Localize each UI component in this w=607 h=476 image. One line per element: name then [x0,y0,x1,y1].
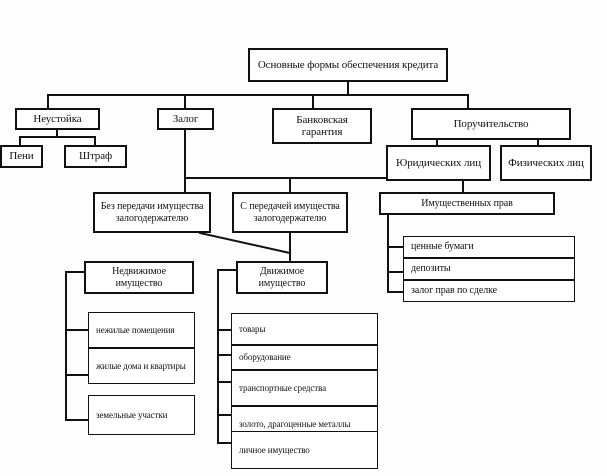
node-oborudovanie[interactable]: оборудование [231,345,378,370]
node-s-peredachey-label: С передачей имущества залогодержателю [240,201,340,224]
node-neustoyka-label: Неустойка [33,112,82,125]
node-bez-peredachi[interactable]: Без передачи имущества залогодержателю [93,192,211,233]
node-bez-peredachi-label: Без передачи имущества залогодержателю [100,201,204,224]
node-neustoyka[interactable]: Неустойка [15,108,100,130]
node-yuridicheskih-lic-label: Юридических лиц [396,156,481,169]
node-shtraf[interactable]: Штраф [64,145,127,168]
node-bankovskaya-garantiya-label: Банковская гарантия [296,113,348,138]
node-zalog[interactable]: Залог [157,108,214,130]
node-lichnoe-imushestvo-label: личное имущество [239,444,310,455]
node-yuridicheskih-lic[interactable]: Юридических лиц [386,145,491,181]
node-poruchitelstvo[interactable]: Поручительство [411,108,571,140]
node-root[interactable]: Основные формы обеспечения кредита [248,48,448,82]
node-lichnoe-imushestvo[interactable]: личное имущество [231,431,378,469]
node-tovary[interactable]: товары [231,313,378,345]
node-nezhilye-pomesheniya[interactable]: нежилые помещения [88,312,195,348]
node-zhilye-doma-i-kvartiry[interactable]: жилые дома и квартиры [88,348,195,384]
node-peni[interactable]: Пени [0,145,43,168]
node-root-label: Основные формы обеспечения кредита [257,58,439,71]
node-zoloto-dragocennye-metally-label: золото, драгоценные металлы [239,418,351,429]
node-poruchitelstvo-label: Поручительство [453,117,529,130]
node-depozity-label: депозиты [411,263,451,275]
node-zhilye-doma-i-kvartiry-label: жилые дома и квартиры [96,360,186,371]
node-peni-label: Пени [9,150,34,163]
node-zalog-label: Залог [172,112,199,125]
node-zemelnye-uchastki-label: земельные участки [96,409,168,420]
node-zalog-prav-po-sdelke[interactable]: залог прав по сделке [403,280,575,302]
node-oborudovanie-label: оборудование [239,352,291,363]
node-tovary-label: товары [239,323,266,334]
node-dvizhimoe-imushestvo[interactable]: Движимое имущество [236,261,328,294]
node-imushestvennyh-prav-label: Имущественных прав [421,197,513,209]
node-cennye-bumagi-label: ценные бумаги [411,241,474,253]
node-shtraf-label: Штраф [78,150,113,163]
node-s-peredachey[interactable]: С передачей имущества залогодержателю [232,192,348,233]
node-nedvizhimoe-imushestvo-label: Недвижимое имущество [112,266,166,289]
node-dvizhimoe-imushestvo-label: Движимое имущество [258,266,306,289]
node-imushestvennyh-prav[interactable]: Имущественных прав [379,192,555,215]
node-cennye-bumagi[interactable]: ценные бумаги [403,236,575,258]
node-transportnye-sredstva[interactable]: транспортные средства [231,370,378,406]
node-zalog-prav-po-sdelke-label: залог прав по сделке [411,285,497,297]
node-fizicheskih-lic[interactable]: Физических лиц [500,145,592,181]
node-nezhilye-pomesheniya-label: нежилые помещения [96,324,175,335]
node-depozity[interactable]: депозиты [403,258,575,280]
node-bankovskaya-garantiya[interactable]: Банковская гарантия [272,108,372,144]
node-transportnye-sredstva-label: транспортные средства [239,382,326,393]
node-nedvizhimoe-imushestvo[interactable]: Недвижимое имущество [84,261,194,294]
node-fizicheskih-lic-label: Физических лиц [508,156,584,169]
node-zemelnye-uchastki[interactable]: земельные участки [88,395,195,435]
